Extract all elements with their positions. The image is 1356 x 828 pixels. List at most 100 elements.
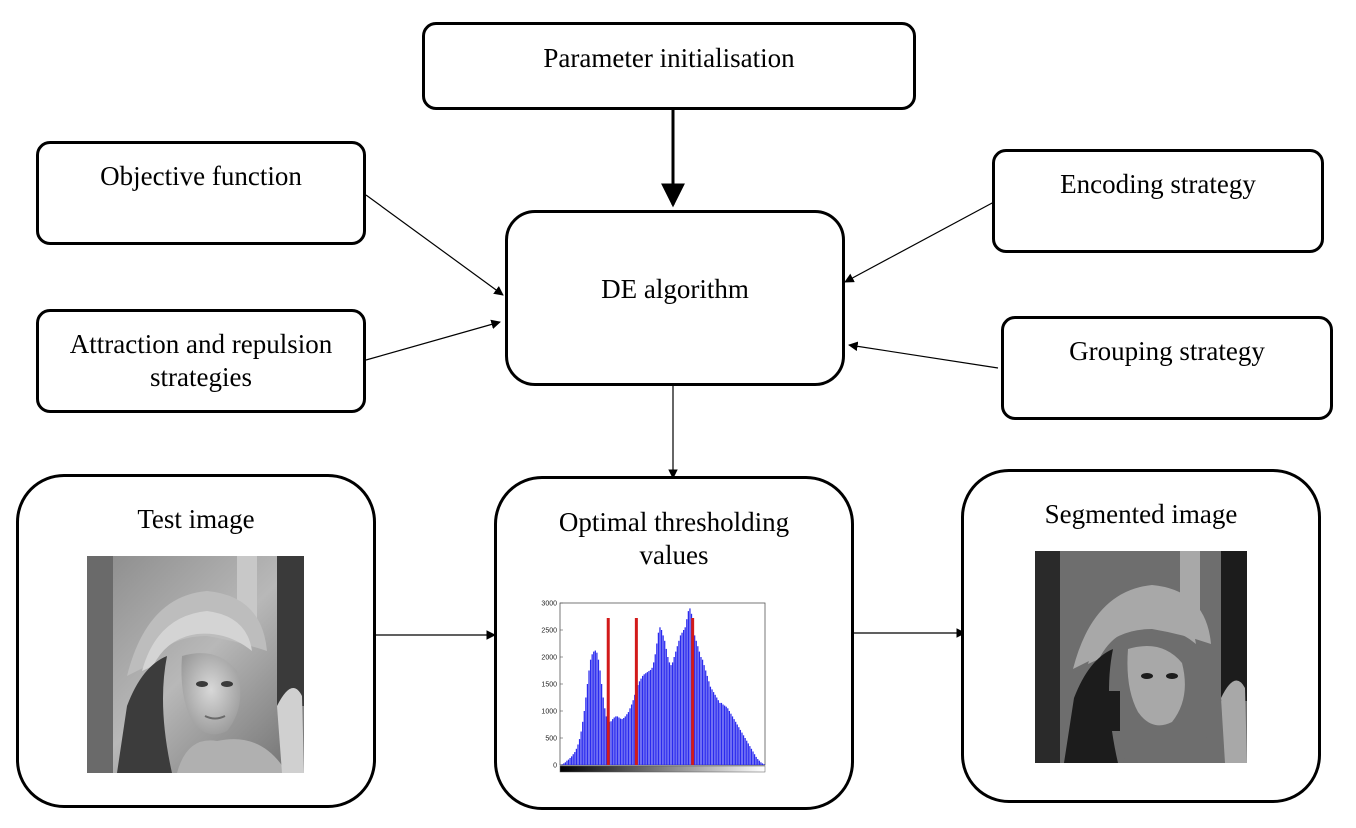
histogram-bar — [749, 746, 751, 765]
histogram-bar — [706, 675, 708, 765]
histogram-bar — [709, 686, 712, 765]
histogram-bar — [634, 694, 636, 765]
histogram-bar — [640, 678, 642, 765]
histogram-bar — [585, 697, 587, 765]
histogram-bar — [659, 627, 661, 765]
y-tick-label: 1000 — [541, 709, 557, 716]
histogram-bar — [727, 708, 729, 765]
histogram-bar — [667, 657, 669, 765]
grouping-strategy-box: Grouping strategy — [1001, 316, 1333, 420]
histogram-bar — [654, 654, 656, 765]
histogram-bar — [671, 662, 674, 765]
de-algorithm-label: DE algorithm — [601, 274, 749, 304]
arrow-encoding-to-de — [844, 201, 995, 283]
histogram-bar — [753, 754, 756, 765]
histogram-bar — [686, 619, 688, 765]
histogram-bar — [651, 667, 653, 765]
histogram-bar — [700, 657, 702, 765]
y-tick-label: 2000 — [541, 655, 557, 662]
histogram-bar — [569, 757, 571, 765]
histogram-bar — [678, 640, 680, 765]
histogram-bar — [596, 652, 598, 765]
histogram-bar — [648, 671, 650, 765]
y-tick-label: 500 — [545, 736, 557, 743]
arrow-attraction-to-de — [365, 319, 501, 361]
histogram-bar — [719, 702, 721, 765]
histogram-bar — [605, 716, 607, 765]
histogram-bar — [697, 646, 699, 765]
histogram-bar — [632, 700, 634, 765]
histogram-bar — [646, 672, 648, 765]
objective-function-label: Objective function — [100, 161, 302, 191]
histogram-bar — [724, 705, 726, 765]
histogram-bar — [728, 711, 730, 765]
histogram-bar — [738, 727, 740, 765]
histogram-bar — [741, 732, 743, 765]
histogram-bar — [681, 632, 683, 765]
histogram-bar — [594, 650, 596, 765]
histogram-bar — [701, 659, 704, 765]
histogram-bar — [643, 674, 645, 765]
histogram-bar — [618, 717, 620, 765]
histogram-bar — [742, 735, 745, 765]
histogram-bar — [586, 684, 589, 765]
histogram-bar — [589, 659, 592, 765]
histogram-bar — [642, 675, 644, 765]
histogram-bar — [717, 700, 719, 765]
histogram-bar — [757, 759, 759, 765]
histogram-bar — [564, 762, 566, 765]
histogram-bar — [604, 708, 606, 765]
histogram-bar — [705, 670, 707, 765]
optimal-thresholding-label: Optimal thresholding values — [558, 507, 790, 570]
grayscale-colorbar — [559, 765, 766, 773]
histogram-bar — [563, 763, 565, 765]
histogram-bar — [747, 743, 749, 765]
segmented-image-photo — [1035, 551, 1247, 763]
histogram-bar — [752, 751, 754, 765]
histogram-bar — [711, 689, 713, 765]
histogram-bar — [662, 635, 664, 765]
parameter-initialisation-label: Parameter initialisation — [543, 43, 795, 73]
grouping-strategy-label: Grouping strategy — [1069, 336, 1265, 366]
histogram-bar — [722, 704, 724, 765]
histogram-bar — [760, 762, 762, 765]
histogram-bar — [593, 651, 595, 765]
test-image-photo — [87, 556, 304, 773]
histogram-bar — [660, 630, 663, 765]
histogram-bar — [588, 670, 590, 765]
histogram-bar — [675, 651, 677, 765]
histogram-bar — [716, 697, 718, 765]
histogram-bar — [578, 739, 581, 765]
histogram-bar — [733, 719, 735, 765]
histogram-bar — [626, 714, 628, 765]
histogram-bar — [619, 718, 622, 765]
histogram-bar — [755, 756, 757, 765]
histogram-bar — [572, 754, 574, 765]
histogram-bar — [684, 627, 686, 765]
histogram-bar — [714, 694, 716, 765]
histogram-bar — [610, 721, 612, 765]
histogram-bar — [566, 760, 568, 765]
histogram-bar — [577, 744, 579, 765]
histogram-bar — [616, 716, 619, 765]
histogram-bar — [683, 630, 685, 765]
histogram-bar — [725, 706, 727, 765]
histogram-bar — [689, 608, 691, 765]
histogram-bar — [649, 669, 652, 765]
histogram-bar — [703, 665, 705, 765]
y-tick-label: 2500 — [541, 628, 557, 635]
encoding-strategy-box: Encoding strategy — [992, 149, 1324, 253]
histogram-bar — [645, 673, 647, 765]
histogram-bar — [613, 717, 615, 765]
histogram-bar — [624, 716, 626, 765]
histogram-bar — [597, 659, 600, 765]
histogram-bar — [657, 632, 660, 765]
histogram-bar — [694, 635, 696, 765]
histogram-bar — [739, 729, 742, 765]
arrow-grouping-to-de — [848, 341, 999, 369]
histogram-bar — [687, 611, 689, 765]
histogram-bar — [664, 640, 666, 765]
histogram-bar — [599, 670, 601, 765]
